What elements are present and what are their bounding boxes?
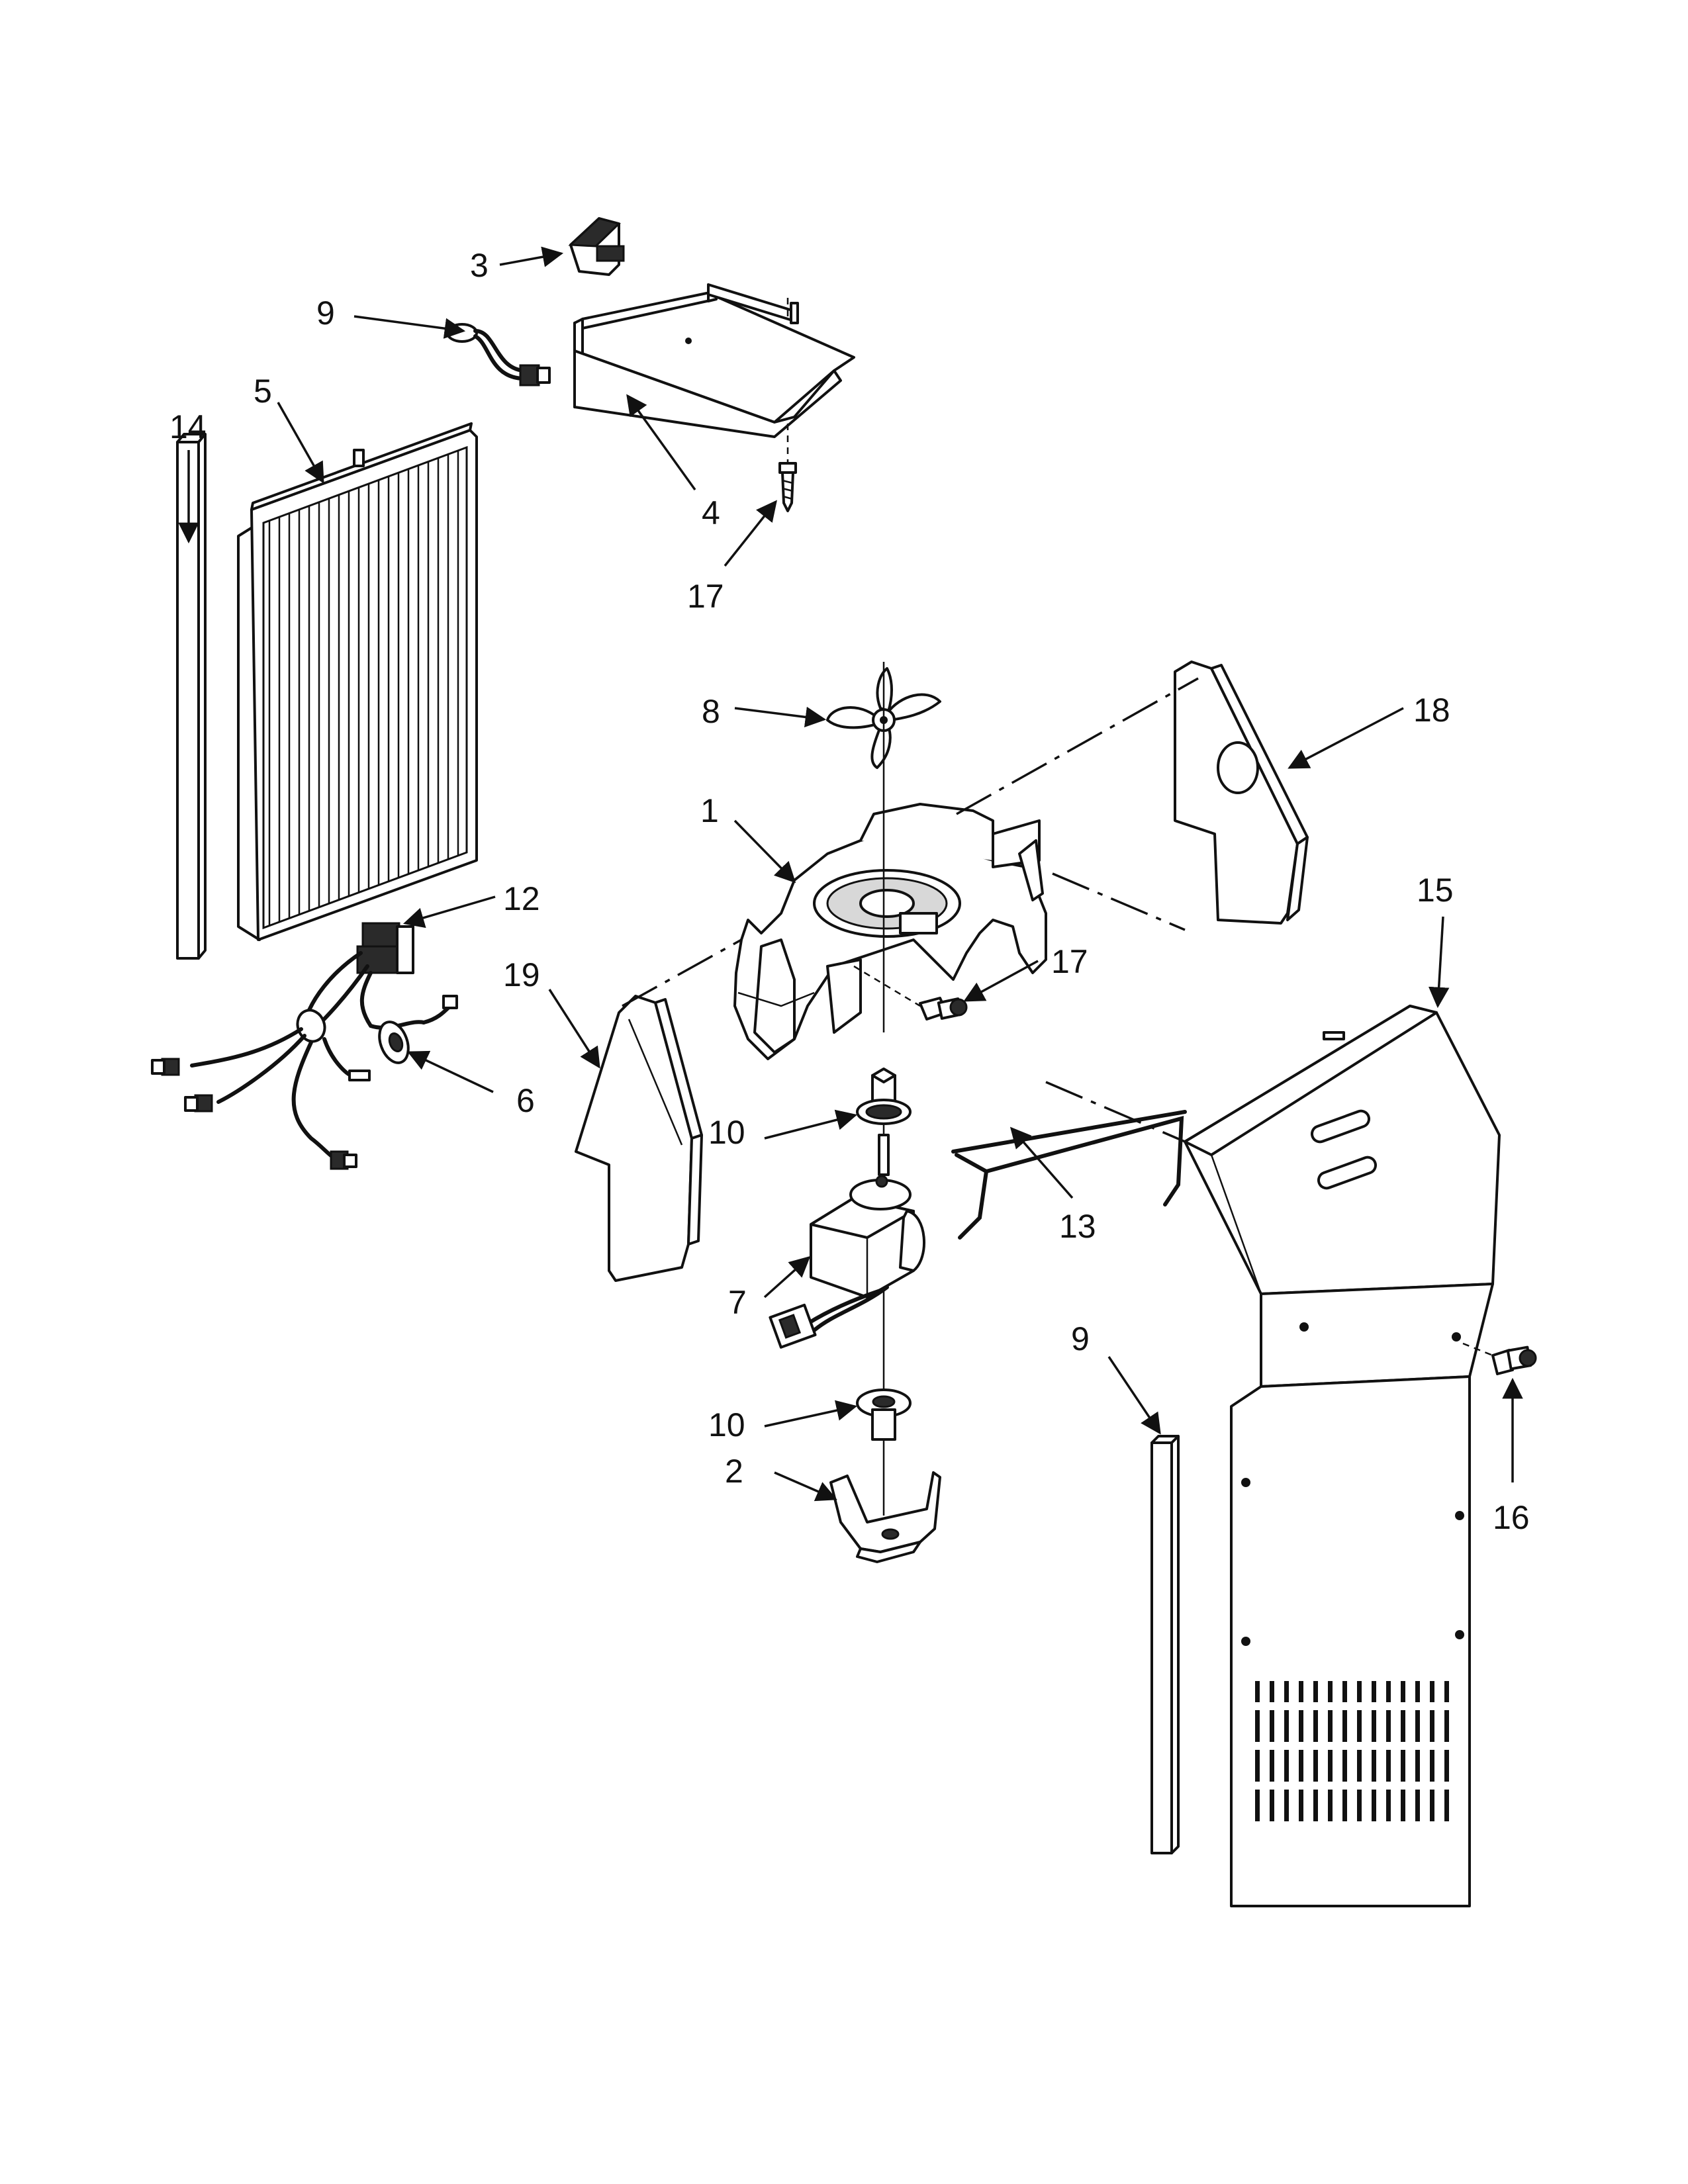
callout-15: 15 [1417,872,1454,909]
callout-4: 4 [702,494,720,531]
callout-2: 2 [725,1453,743,1490]
part-1-fan-shroud [733,781,1047,1060]
callout-8: 8 [702,693,720,730]
part-7-fan-motor [769,1134,925,1390]
part-16-screw [1462,1342,1537,1375]
callout-18: 18 [1413,692,1450,729]
callout-17: 17 [1051,943,1088,980]
part-18-side-panel [1174,660,1309,925]
callout-14: 14 [169,408,207,445]
part-13-wire-rod [951,1110,1187,1240]
callout-10: 10 [708,1114,745,1151]
callout-labels: 3 9 5 14 4 17 8 18 1 15 12 17 19 6 10 13… [169,247,1530,1536]
leader-lines [178,246,1523,1502]
alignment-lines [622,677,1199,1143]
part-4-cover [573,283,855,438]
part-5-evaporator [237,422,478,941]
part-10-grommet-lower [856,1388,912,1516]
part-3-clip [568,217,625,276]
part-6-grommet [378,1021,410,1064]
callout-1: 1 [700,792,719,829]
callout-6: 6 [516,1082,535,1119]
part-15-air-duct [1184,1005,1501,1907]
part-2-motor-bracket [829,1471,941,1563]
callout-7: 7 [728,1284,747,1321]
callout-12: 12 [503,880,540,917]
callout-17: 17 [687,578,724,615]
callout-3: 3 [470,247,489,284]
part-9-thermistor [446,323,551,387]
callout-16: 16 [1493,1499,1530,1536]
part-12-wire-harness [151,922,458,1170]
part-9-gasket-strip [1150,1435,1180,1854]
callout-5: 5 [254,373,272,410]
part-8-fan-blade [826,662,941,781]
part-17-screw-top [778,424,797,512]
part-19-side-panel [575,995,703,1282]
callout-10: 10 [708,1406,745,1443]
part-14-gasket-strip [176,433,207,960]
callout-13: 13 [1059,1208,1096,1245]
callout-19: 19 [503,956,540,993]
callout-9: 9 [1071,1320,1090,1357]
part-10-grommet-upper [856,1068,912,1178]
part-17-screw-middle [853,965,968,1021]
callout-9: 9 [316,295,335,332]
